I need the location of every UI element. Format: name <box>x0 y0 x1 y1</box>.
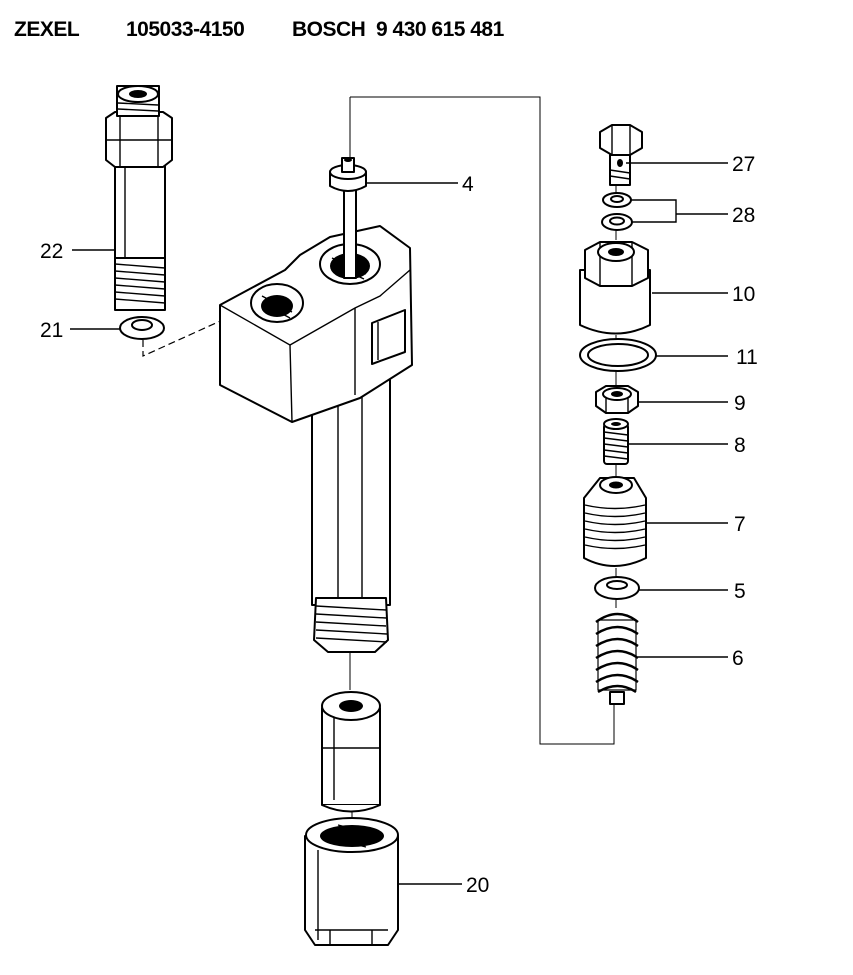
callout-28: 28 <box>732 204 755 227</box>
callout-21: 21 <box>40 319 63 342</box>
callout-5: 5 <box>734 580 746 603</box>
washer-part-21 <box>119 316 165 340</box>
gaskets-part-28 <box>601 192 633 231</box>
bosch-part-number: 9 430 615 481 <box>376 18 504 41</box>
maker-bosch: BOSCH <box>292 18 366 41</box>
callout-numbers: 4 27 28 10 11 9 8 7 5 6 22 21 20 <box>40 153 758 897</box>
callout-27: 27 <box>732 153 755 176</box>
callout-leaders <box>70 162 728 885</box>
o-ring-part-11 <box>579 338 657 372</box>
edge-filter-part-4 <box>329 157 367 279</box>
callout-7: 7 <box>734 513 746 536</box>
callout-9: 9 <box>734 392 746 415</box>
injection-nozzle <box>321 691 381 813</box>
adjusting-nut-part-9 <box>595 385 639 414</box>
callout-22: 22 <box>40 240 63 263</box>
callout-20: 20 <box>466 874 489 897</box>
cap-nut-part-10 <box>579 241 651 335</box>
body-lower-thread <box>313 597 389 653</box>
zexel-part-number: 105033-4150 <box>126 18 245 41</box>
callout-4: 4 <box>462 173 474 196</box>
spring-part-6 <box>595 612 639 705</box>
maker-zexel: ZEXEL <box>14 18 80 41</box>
adjusting-screw-part-8 <box>603 418 629 465</box>
callout-6: 6 <box>732 647 744 670</box>
callout-10: 10 <box>732 283 755 306</box>
threaded-sleeve-part-7 <box>583 476 647 567</box>
nozzle-holder-body <box>219 225 413 653</box>
bolt-part-27 <box>599 124 643 186</box>
shim-part-5 <box>594 576 640 600</box>
callout-8: 8 <box>734 434 746 457</box>
inlet-connector-part-22 <box>105 85 173 311</box>
callout-11: 11 <box>736 346 758 369</box>
connector-thread-lower <box>114 257 166 311</box>
retaining-nut-part-20 <box>304 817 399 946</box>
